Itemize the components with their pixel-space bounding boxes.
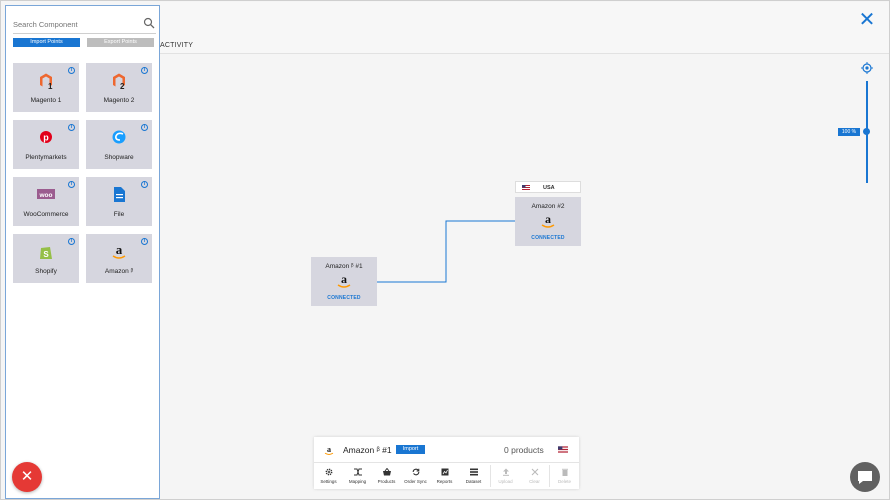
shopware-icon: [112, 130, 126, 144]
export-points-button[interactable]: Export Points: [87, 38, 154, 47]
tool-order-sync[interactable]: Order Sync: [401, 467, 430, 487]
info-icon[interactable]: i: [141, 181, 148, 188]
import-points-button[interactable]: Import Points: [13, 38, 80, 47]
chat-icon: [858, 471, 872, 484]
tab-activity[interactable]: ACTIVITY: [160, 42, 194, 49]
tool-products[interactable]: Products: [372, 467, 401, 487]
tool-dataset[interactable]: Dataset: [459, 467, 488, 487]
upload-icon: [502, 468, 509, 476]
close-icon[interactable]: ✕: [858, 9, 876, 31]
components-panel: Import Points Export Points i 1 Magento …: [5, 5, 160, 499]
chat-button[interactable]: [850, 462, 880, 492]
us-flag-icon: [522, 185, 530, 190]
amazon-icon: a: [112, 243, 126, 259]
component-magento-1[interactable]: i 1 Magento 1: [13, 63, 79, 112]
tool-settings[interactable]: Settings: [314, 467, 343, 487]
node-amazon-2[interactable]: Amazon #2 a CONNECTED: [515, 197, 581, 246]
zoom-level: 100 %: [838, 128, 860, 136]
list-icon: [469, 468, 478, 476]
component-amazon[interactable]: i a Amazon ᵝ: [86, 234, 152, 283]
tool-upload[interactable]: Upload: [491, 467, 520, 487]
component-shopware[interactable]: i Shopware: [86, 120, 152, 169]
info-icon[interactable]: i: [68, 67, 75, 74]
report-icon: [441, 468, 448, 476]
region-tag: USA: [515, 181, 581, 193]
svg-text:1: 1: [48, 82, 53, 90]
node-name: Amazon ᵝ #1: [325, 263, 363, 270]
tool-mapping[interactable]: Mapping: [343, 467, 372, 487]
shuffle-icon: [353, 468, 362, 476]
search-icon[interactable]: [143, 17, 155, 29]
amazon-icon: a: [541, 213, 555, 228]
region-label: USA: [543, 185, 555, 191]
close-panel-button[interactable]: ✕: [12, 462, 42, 492]
shopify-icon: S: [40, 247, 52, 259]
separator: [549, 465, 550, 487]
svg-text:S: S: [43, 250, 49, 259]
magento-2-icon: 2: [113, 73, 125, 90]
node-status: CONNECTED: [327, 295, 361, 301]
search-box: [13, 14, 156, 34]
component-title: Amazon ᵝ #1: [343, 445, 392, 455]
svg-text:woo: woo: [39, 192, 53, 199]
zoom-slider-thumb[interactable]: [863, 128, 870, 135]
import-badge: Import: [396, 445, 425, 454]
info-icon[interactable]: i: [68, 181, 75, 188]
trash-icon: [561, 468, 568, 476]
us-flag-icon: [558, 446, 568, 453]
tool-reports[interactable]: Reports: [430, 467, 459, 487]
component-magento-2[interactable]: i 2 Magento 2: [86, 63, 152, 112]
basket-icon: [382, 468, 391, 476]
component-shopify[interactable]: i S Shopify: [13, 234, 79, 283]
amazon-icon: a: [337, 273, 351, 288]
top-bar: [160, 2, 889, 54]
component-plentymarkets[interactable]: i p Plentymarkets: [13, 120, 79, 169]
component-file[interactable]: i File: [86, 177, 152, 226]
product-count: 0 products: [504, 445, 544, 455]
svg-text:a: a: [116, 243, 123, 257]
component-toolbar: a Amazon ᵝ #1 Import 0 products Settings…: [314, 437, 579, 489]
info-icon[interactable]: i: [141, 238, 148, 245]
info-icon[interactable]: i: [68, 124, 75, 131]
clear-icon: [531, 468, 538, 476]
svg-text:a: a: [341, 273, 347, 286]
node-status: CONNECTED: [531, 235, 565, 241]
tool-clear[interactable]: Clear: [520, 467, 549, 487]
file-icon: [114, 187, 125, 202]
magento-1-icon: 1: [40, 73, 53, 90]
woocommerce-icon: woo: [37, 189, 55, 199]
plentymarkets-icon: p: [40, 131, 52, 143]
node-amazon-1[interactable]: Amazon ᵝ #1 a CONNECTED: [311, 257, 377, 306]
svg-text:p: p: [43, 133, 49, 143]
tool-delete[interactable]: Delete: [550, 467, 579, 487]
node-name: Amazon #2: [531, 203, 565, 210]
svg-text:a: a: [545, 213, 551, 226]
separator: [490, 465, 491, 487]
svg-text:2: 2: [120, 82, 125, 90]
info-icon[interactable]: i: [141, 67, 148, 74]
sync-icon: [412, 468, 419, 476]
locate-icon[interactable]: [861, 62, 873, 74]
gear-icon: [325, 468, 332, 476]
svg-text:a: a: [327, 445, 331, 454]
amazon-icon: a: [324, 445, 334, 455]
info-icon[interactable]: i: [68, 238, 75, 245]
info-icon[interactable]: i: [141, 124, 148, 131]
component-woocommerce[interactable]: i woo WooCommerce: [13, 177, 79, 226]
divider: [314, 462, 579, 463]
search-input[interactable]: [13, 20, 133, 29]
